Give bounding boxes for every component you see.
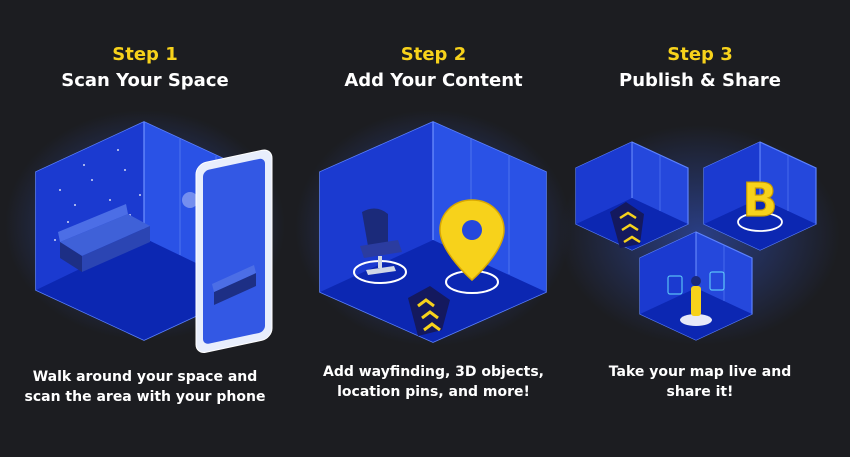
- content-room-illustration: [295, 110, 571, 346]
- step-2-title: Add Your Content: [344, 70, 523, 91]
- step-3-description: Take your map live and share it!: [560, 362, 840, 402]
- step-1-title: Scan Your Space: [61, 70, 229, 91]
- room-icon: [703, 141, 817, 251]
- letter-b-icon: B: [737, 172, 783, 232]
- step-3-description-line-2: share it!: [666, 384, 734, 400]
- step-3: Step 3 Publish & Share: [560, 0, 840, 457]
- wayfinding-path-icon: [408, 286, 450, 336]
- step-2-description-line-2: location pins, and more!: [337, 384, 530, 400]
- step-2-description: Add wayfinding, 3D objects, location pin…: [290, 362, 577, 402]
- letter-b-text: B: [742, 173, 777, 227]
- step-3-description-line-1: Take your map live and: [608, 364, 792, 380]
- step-1-description: Walk around your space and scan the area…: [0, 367, 290, 407]
- office-chair-icon: [353, 208, 407, 284]
- step-3-label: Step 3: [667, 44, 733, 65]
- step-1-description-line-2: scan the area with your phone: [24, 389, 266, 405]
- step-1-label: Step 1: [112, 44, 178, 65]
- step-1-description-line-1: Walk around your space and: [32, 369, 258, 385]
- phone-icon: [195, 149, 273, 353]
- step-2-label: Step 2: [400, 44, 467, 65]
- person-ar-icon: [667, 271, 725, 326]
- sofa-icon: [58, 192, 198, 272]
- step-2: Step 2 Add Your Content: [290, 0, 577, 457]
- step-1: Step 1 Scan Your Space: [0, 0, 290, 457]
- scan-room-illustration: [5, 110, 285, 353]
- publish-rooms-illustration: B: [560, 125, 840, 345]
- wayfinding-path-icon: [610, 202, 644, 248]
- location-pin-icon: [439, 199, 505, 294]
- step-3-title: Publish & Share: [619, 70, 781, 91]
- step-2-description-line-1: Add wayfinding, 3D objects,: [323, 364, 544, 380]
